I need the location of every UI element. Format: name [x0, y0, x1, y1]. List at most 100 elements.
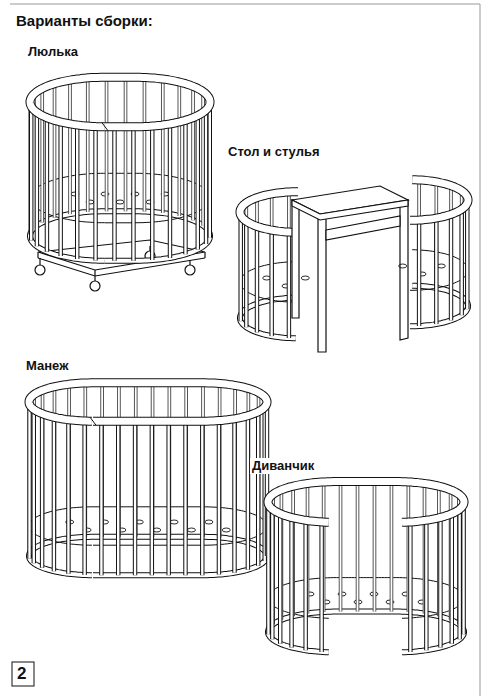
slat: [40, 414, 44, 568]
cradle-crib: [30, 77, 210, 261]
top-rail: [410, 180, 468, 221]
bottom-rail: [268, 612, 464, 653]
top-rail: [268, 482, 464, 523]
slat: [458, 509, 460, 639]
top-rail: [240, 192, 298, 233]
slat: [83, 421, 85, 575]
slat: [162, 79, 164, 213]
slat: [449, 214, 453, 320]
slat: [59, 122, 61, 256]
slat: [356, 482, 360, 612]
bottom-rail: [30, 211, 210, 260]
slat: [28, 404, 30, 558]
top-rail: [268, 482, 464, 523]
slat: [124, 77, 128, 211]
slat: [133, 421, 137, 575]
vent-hole: [301, 276, 309, 280]
slat: [68, 80, 72, 214]
slat: [178, 82, 182, 216]
slat: [53, 84, 57, 218]
table: [292, 186, 408, 352]
slat: [116, 421, 120, 575]
slat: [86, 78, 90, 212]
slat: [391, 482, 393, 612]
slat: [150, 126, 154, 260]
slat: [462, 504, 464, 634]
slat: [271, 509, 273, 639]
slat: [32, 409, 36, 563]
slat: [374, 482, 376, 612]
page-number-frame: [12, 662, 34, 686]
chair: [399, 180, 468, 327]
slat: [113, 127, 115, 261]
slat: [266, 504, 270, 634]
slat: [99, 421, 103, 575]
slat: [278, 514, 282, 644]
slat: [205, 110, 207, 244]
slat: [184, 120, 186, 254]
slat: [390, 482, 394, 612]
slat: [289, 517, 293, 647]
variant-label: Люлька: [26, 44, 80, 60]
slat: [100, 421, 102, 575]
mattress-base: [268, 578, 464, 619]
slat: [167, 421, 169, 575]
slat: [465, 203, 469, 309]
slat: [41, 414, 43, 568]
slat: [76, 125, 78, 259]
slat: [267, 504, 269, 634]
slat: [319, 522, 323, 652]
top-rail: [30, 77, 210, 127]
slat: [166, 421, 170, 575]
heading: Варианты сборки:: [14, 12, 155, 30]
mattress-base: [29, 507, 267, 545]
slat: [151, 421, 153, 575]
slat: [169, 124, 171, 258]
slat: [217, 421, 221, 575]
vent-hole: [116, 200, 124, 204]
slat: [246, 416, 250, 570]
slat: [256, 412, 260, 566]
slat: [439, 517, 441, 647]
top-rail: [30, 77, 210, 127]
slat: [460, 209, 462, 315]
slat: [245, 221, 247, 327]
slat: [117, 421, 119, 575]
bottom-rail: [29, 537, 267, 575]
slat: [434, 218, 438, 324]
slat: [255, 226, 259, 332]
slat: [33, 409, 35, 563]
slat: [52, 417, 56, 571]
slat: [218, 421, 220, 575]
slat: [46, 118, 48, 252]
slat: [27, 404, 31, 558]
slat: [36, 112, 38, 246]
slat: [288, 232, 290, 338]
slat: [451, 514, 453, 644]
bottom-rail: [268, 612, 464, 653]
slat: [87, 78, 89, 212]
slat: [233, 419, 235, 573]
slat: [197, 116, 199, 250]
variant-label: Манеж: [24, 358, 70, 374]
slat: [417, 220, 421, 326]
slat: [279, 514, 281, 644]
slat: [35, 112, 39, 246]
slat: [450, 514, 454, 644]
slat: [131, 127, 135, 261]
slat: [200, 421, 204, 575]
slat: [450, 214, 452, 320]
vent-hole: [399, 264, 407, 268]
vent-hole: [205, 520, 213, 524]
vent-hole: [188, 528, 196, 532]
slat: [304, 520, 306, 650]
slat: [40, 88, 44, 222]
slat: [244, 221, 248, 327]
slat: [339, 482, 343, 612]
top-rail: [29, 383, 267, 421]
slat: [58, 122, 62, 256]
slat: [201, 421, 203, 575]
vent-hole: [222, 528, 230, 532]
slat: [466, 203, 468, 309]
variant-label: Стол и стулья: [226, 144, 322, 160]
